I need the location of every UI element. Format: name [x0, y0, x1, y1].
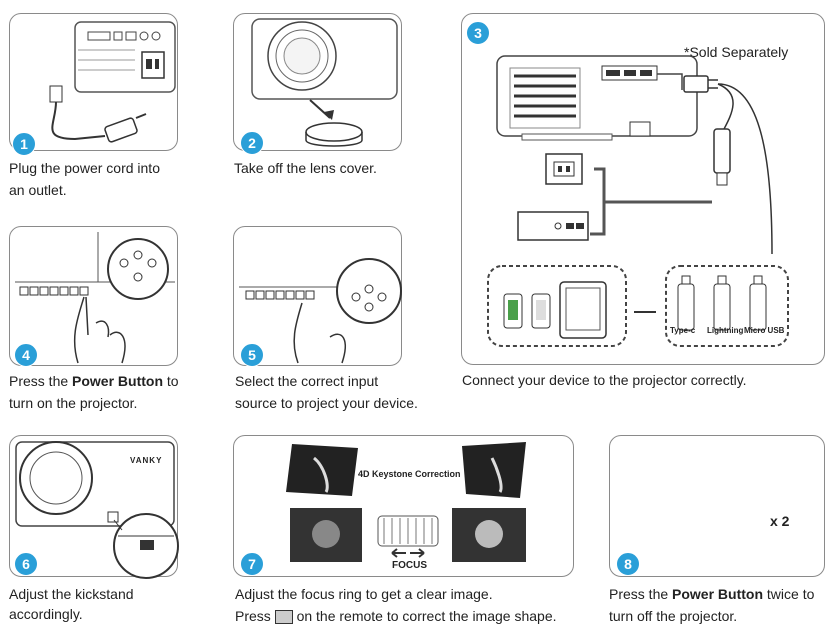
step-4-badge: 4 — [14, 343, 38, 367]
step-1-caption-line1: Plug the power cord into — [9, 160, 160, 176]
step-8-badge: 8 — [616, 552, 640, 576]
step-8-caption-text: Press the — [609, 586, 673, 602]
step-4-panel: 4 — [9, 226, 178, 367]
step-1-badge: 1 — [12, 132, 36, 156]
step-1-caption-line2: an outlet. — [9, 182, 67, 198]
step-6-panel: VANKY 6 — [9, 435, 179, 579]
step-6-caption-line1: Adjust the kickstand — [9, 586, 134, 602]
step-7-panel: 4D Keystone Correction FOCUS 7 — [233, 435, 574, 577]
step-3-badge: 3 — [466, 21, 490, 45]
type-c-label: Type-c — [670, 326, 696, 335]
micro-usb-label: Micro USB — [744, 326, 785, 335]
step-3-panel: 3 *Sold Separately — [461, 13, 825, 365]
power-button-press-illustration — [15, 232, 175, 364]
input-source-illustration — [239, 258, 402, 364]
lightning-label: Lightning — [707, 326, 744, 335]
step-4-caption-line1: Press the Power Button to — [9, 370, 179, 392]
step-8-caption-text-end: twice to — [763, 586, 815, 602]
step-4-caption-text-end: to — [163, 373, 179, 389]
step-5-caption-line2: source to project your device. — [235, 395, 418, 411]
step-7-caption-line1: Adjust the focus ring to get a clear ima… — [235, 586, 493, 602]
step-8-caption-line2: turn off the projector. — [609, 608, 738, 624]
step-2-badge: 2 — [240, 131, 264, 155]
keystone-remote-icon — [274, 610, 293, 625]
step-1-panel: 1 — [9, 13, 178, 156]
connection-illustration — [487, 55, 789, 347]
step-8-caption-line1: Press the Power Button twice to — [609, 583, 814, 605]
step-5-badge: 5 — [240, 343, 264, 367]
sold-separately-note: *Sold Separately — [684, 44, 789, 60]
step-3-caption: Connect your device to the projector cor… — [462, 372, 747, 388]
focus-label: FOCUS — [392, 560, 427, 571]
focus-keystone-illustration — [286, 442, 526, 562]
brand-logo: VANKY — [130, 456, 163, 465]
power-button-label-8: Power Button — [672, 586, 764, 602]
kickstand-illustration — [15, 441, 179, 579]
projector-back-illustration — [49, 21, 176, 143]
step-4-caption-text: Press the — [9, 373, 73, 389]
power-button-label: Power Button — [72, 373, 164, 389]
step-7-caption-text-end: on the remote to correct the image shape… — [292, 608, 557, 624]
step-5-caption-line1: Select the correct input — [235, 373, 379, 389]
press-twice-label: x 2 — [770, 513, 790, 529]
step-5-panel: 5 — [233, 226, 402, 367]
step-6-badge: 6 — [14, 552, 38, 576]
step-6-caption-line2: accordingly. — [9, 606, 83, 622]
keystone-label: 4D Keystone Correction — [358, 469, 461, 479]
step-8-panel: x 2 8 — [609, 435, 825, 577]
step-2-caption-line1: Take off the lens cover. — [234, 160, 377, 176]
lens-cover-illustration — [251, 18, 398, 147]
step-7-caption-text: Press — [235, 608, 275, 624]
step-7-badge: 7 — [240, 552, 264, 576]
step-7-caption-line2: Press on the remote to correct the image… — [235, 605, 557, 627]
step-4-caption-line2: turn on the projector. — [9, 395, 138, 411]
step-2-panel: 2 — [233, 13, 402, 155]
